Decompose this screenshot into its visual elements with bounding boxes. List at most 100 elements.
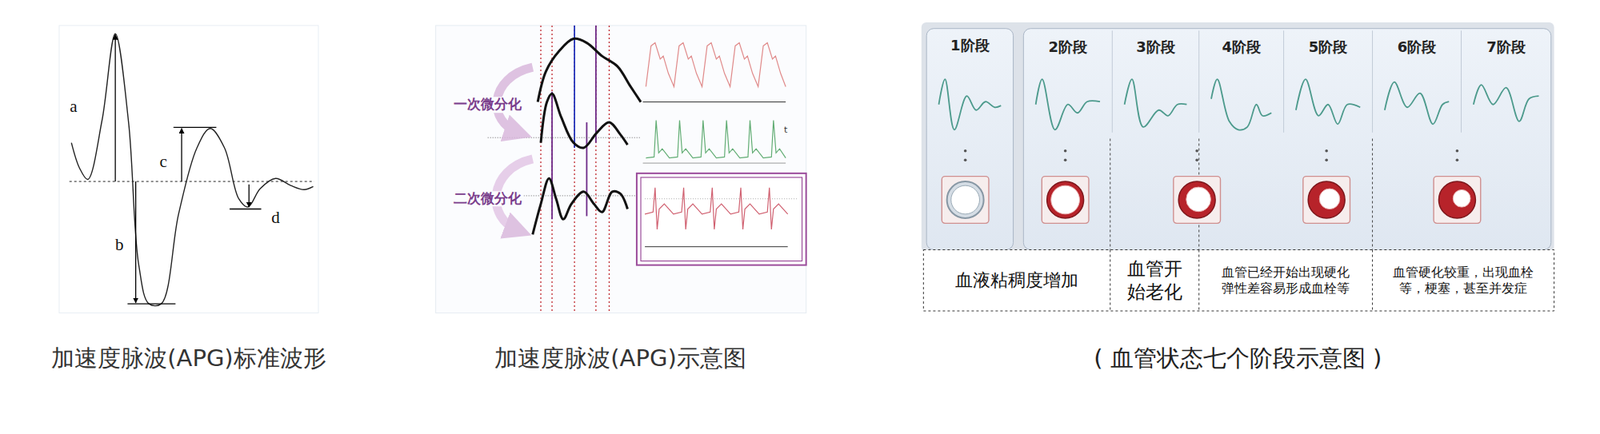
trace-axis <box>643 163 787 164</box>
part-label: c <box>157 151 168 171</box>
ellipsis-dot <box>1064 149 1068 153</box>
purple-marker-line <box>595 25 597 144</box>
ellipsis-dot <box>1456 149 1460 153</box>
trace-axis <box>644 246 788 248</box>
dotted-guide <box>644 198 798 200</box>
cell-divider <box>1372 250 1373 312</box>
c-tick <box>173 127 217 128</box>
axis-mark: t <box>782 125 789 136</box>
marker-dotted-line <box>551 25 552 314</box>
apg-waveform <box>71 33 313 307</box>
ellipsis-dot <box>964 149 968 153</box>
dotted-guide <box>488 137 640 139</box>
vessel-lumen <box>1319 188 1340 210</box>
ellipsis-dot <box>1324 158 1328 162</box>
description-cell: 血管已经开始出现硬化弹性差容易形成血栓等 <box>1199 250 1373 312</box>
vessel-wall <box>1308 181 1345 219</box>
ellipsis-dot <box>1324 149 1328 153</box>
vessel-frame <box>1041 176 1089 224</box>
second-derivative-wave <box>532 178 628 235</box>
baseline <box>69 181 315 183</box>
ellipsis-dot <box>1195 149 1199 153</box>
caption: ( 血管状态七个阶段示意图 ) <box>1092 345 1384 372</box>
description-text: 血液粘稠度增加 <box>955 269 1079 292</box>
ellipsis-dot <box>964 158 968 162</box>
highlight-box-inner <box>640 177 803 262</box>
step-label: 一次微分化 <box>452 97 524 114</box>
first-derivative-wave <box>540 93 628 148</box>
vessel-frame <box>1303 176 1351 224</box>
derivative-trace <box>645 120 786 159</box>
panel-frame <box>436 25 807 314</box>
part-label: a <box>68 96 79 116</box>
vessel-lumen <box>1051 185 1080 215</box>
part-label: b <box>113 235 126 255</box>
stage-waveform <box>938 79 1001 130</box>
vessel-wall <box>1047 181 1084 219</box>
stage-title: 3阶段 <box>1136 38 1176 57</box>
column-divider <box>1112 30 1113 133</box>
stage-waveform <box>1384 82 1449 125</box>
marker-dotted-line <box>608 25 610 314</box>
group-divider <box>1109 138 1111 250</box>
stage-waveform <box>1211 79 1272 130</box>
pulse-trace <box>645 43 786 88</box>
purple-marker-line <box>586 122 588 216</box>
vessel-lumen <box>1452 189 1471 208</box>
stage-title: 1阶段 <box>950 36 990 56</box>
stage-waveform <box>1124 79 1188 128</box>
stage-waveform <box>1296 79 1360 124</box>
vessel-wall <box>1438 181 1476 219</box>
panel-backdrop <box>921 22 1555 252</box>
stage-header: 6阶段 <box>1372 30 1462 69</box>
stage-card <box>1023 28 1551 251</box>
caption: 加速度脉波(APG)标准波形 <box>49 345 328 372</box>
c-arrow <box>180 128 182 182</box>
stage-header: 4阶段 <box>1199 30 1284 69</box>
description-cell: 血管开始老化 <box>1110 250 1200 312</box>
trace-axis <box>643 101 787 103</box>
marker-dotted-line <box>595 25 596 314</box>
caption: 加速度脉波(APG)示意图 <box>492 345 748 372</box>
marker-dotted-line <box>540 25 541 314</box>
ellipsis-dot <box>1064 158 1068 162</box>
column-divider <box>1198 30 1200 133</box>
column-divider <box>1460 30 1462 133</box>
vessel-frame <box>1433 176 1481 224</box>
stage-title: 4阶段 <box>1221 38 1261 57</box>
pulse-wave <box>537 38 641 102</box>
step-label: 二次微分化 <box>452 191 524 208</box>
vessel-wall <box>1178 181 1216 219</box>
description-text: 血管硬化较重，出现血栓等，梗塞，甚至并发症 <box>1391 264 1536 297</box>
ellipsis-dot <box>1456 158 1460 162</box>
stage-title: 5阶段 <box>1308 38 1348 57</box>
vessel-wall <box>947 181 984 219</box>
vessel-frame <box>1173 176 1221 224</box>
description-text: 血管开始老化 <box>1124 257 1184 304</box>
cell-divider <box>1198 250 1200 312</box>
d-arrow <box>248 184 250 208</box>
part-label: d <box>269 208 282 228</box>
stage-title: 6阶段 <box>1397 38 1437 57</box>
stage-title: 2阶段 <box>1048 38 1088 57</box>
apg-trace <box>644 188 788 230</box>
b-arrow <box>135 181 136 304</box>
ellipsis-dot <box>1195 158 1199 162</box>
stage-header: 3阶段 <box>1112 30 1199 69</box>
group-divider <box>1372 138 1373 250</box>
blue-marker-line <box>573 25 576 148</box>
description-cell: 血液粘稠度增加 <box>923 250 1110 312</box>
description-frame <box>923 250 1554 312</box>
description-text: 血管已经开始出现硬化弹性差容易形成血栓等 <box>1220 264 1352 297</box>
panel-frame <box>59 25 319 314</box>
stage-waveform <box>1036 79 1100 130</box>
stage-waveform <box>1473 84 1540 122</box>
cell-divider <box>1109 250 1111 312</box>
d-tick <box>229 208 262 210</box>
stage-header: 2阶段 <box>1023 30 1112 69</box>
stage-header: 7阶段 <box>1461 30 1552 69</box>
vessel-lumen <box>951 185 980 215</box>
column-divider <box>1283 30 1284 133</box>
a-arrow <box>114 34 116 182</box>
vessel-frame <box>941 176 989 224</box>
